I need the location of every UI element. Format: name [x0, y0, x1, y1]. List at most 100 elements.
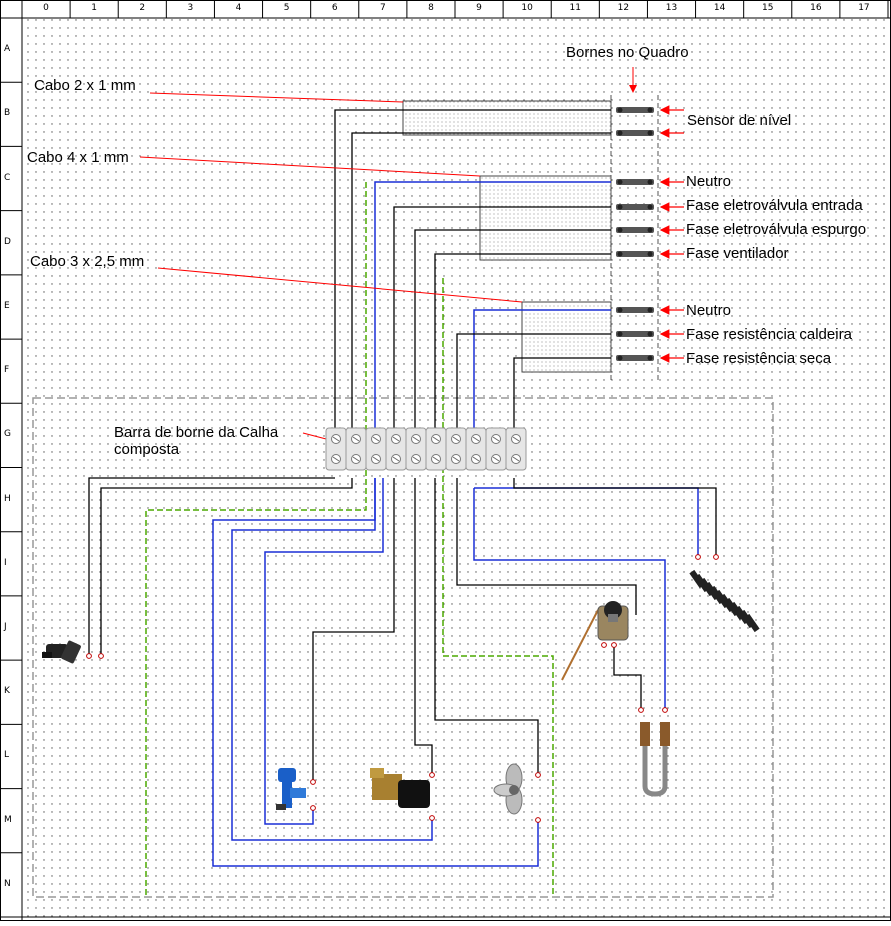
terminal-label-fase-eletrovalvula-espurgo: Fase eletroválvula espurgo	[686, 221, 867, 238]
column-label: 11	[569, 3, 581, 13]
cabo-3x25-label: Cabo 3 x 2,5 mm	[30, 253, 145, 270]
terminal-block	[325, 427, 347, 471]
column-label: 4	[235, 3, 242, 13]
connection-points	[86, 554, 719, 823]
panel-stud	[616, 179, 654, 185]
terminal-arrows	[659, 105, 684, 363]
connection-point	[601, 642, 607, 648]
panel-stud	[616, 307, 654, 313]
terminal-bar-label: Barra de borne da Calha composta	[114, 424, 278, 458]
column-label: 13	[665, 3, 678, 13]
panel-terminals	[616, 107, 654, 361]
boiler-heater-icon	[640, 722, 670, 797]
connection-point	[429, 772, 435, 778]
panel-stud	[616, 107, 654, 113]
terminal-block	[505, 427, 527, 471]
panel-stud	[616, 251, 654, 257]
connection-point	[695, 554, 701, 560]
row-label: H	[4, 493, 11, 504]
inlet-valve-icon	[276, 768, 306, 810]
connection-point	[638, 707, 644, 713]
row-label: N	[4, 878, 11, 889]
column-label: 2	[139, 3, 146, 13]
row-label: L	[4, 750, 10, 761]
terminal-label-neutro-1: Neutro	[686, 173, 732, 190]
terminal-label-neutro-2: Neutro	[686, 302, 732, 319]
row-label: A	[4, 44, 11, 55]
column-label: 5	[283, 3, 290, 13]
row-label: G	[4, 429, 11, 440]
thermostat-icon	[561, 601, 629, 681]
column-label: 9	[476, 3, 482, 13]
connection-point	[86, 653, 92, 659]
row-label: F	[4, 365, 10, 376]
cable-3x25-sheath	[521, 301, 612, 373]
terminal-block	[345, 427, 367, 471]
enclosure-outline	[32, 397, 774, 898]
bornes-quadro-label: Bornes no Quadro	[566, 44, 689, 61]
terminal-label-sensor-nivel: Sensor de nível	[687, 112, 792, 129]
terminal-label-fase-resistencia-caldeira: Fase resistência caldeira	[686, 326, 852, 343]
panel-stud	[616, 227, 654, 233]
column-label: 7	[379, 3, 386, 13]
terminal-block	[465, 427, 487, 471]
terminal-label-fase-eletrovalvula-entrada: Fase eletroválvula entrada	[686, 197, 863, 214]
purge-valve-icon	[370, 768, 430, 808]
level-sensor-icon	[42, 640, 81, 664]
connection-point	[310, 805, 316, 811]
column-label: 1	[91, 3, 98, 13]
connection-point	[429, 815, 435, 821]
connection-point	[535, 772, 541, 778]
column-label: 0	[43, 3, 49, 13]
connection-point	[310, 779, 316, 785]
column-label: 6	[331, 3, 338, 13]
panel-stud	[616, 355, 654, 361]
panel-stud	[616, 130, 654, 136]
column-label: 15	[761, 3, 774, 13]
connection-point	[713, 554, 719, 560]
row-label: J	[4, 622, 7, 633]
column-label: 3	[187, 3, 194, 13]
cabo-2x1-label: Cabo 2 x 1 mm	[34, 77, 136, 94]
row-label: M	[4, 814, 12, 825]
column-label: 17	[858, 3, 870, 13]
cable-2x1-sheath	[402, 100, 612, 136]
cabo-4x1-label: Cabo 4 x 1 mm	[27, 149, 129, 166]
heating-coil-seca-icon	[689, 569, 760, 633]
terminal-block	[425, 427, 447, 471]
terminal-label-fase-resistencia-seca: Fase resistência seca	[686, 350, 832, 367]
terminal-bar-label-line2: composta	[114, 441, 180, 458]
terminal-label-fase-ventilador: Fase ventilador	[686, 245, 789, 262]
column-label: 14	[713, 3, 726, 13]
column-label: 8	[428, 3, 434, 13]
row-label: K	[4, 686, 10, 697]
connection-point	[535, 817, 541, 823]
connection-point	[662, 707, 668, 713]
terminal-block	[405, 427, 427, 471]
column-label: 12	[617, 3, 630, 13]
column-label: 16	[810, 3, 822, 13]
column-label: 10	[521, 3, 533, 13]
row-label: C	[4, 172, 11, 183]
fan-icon	[493, 763, 523, 815]
panel-stud	[616, 331, 654, 337]
row-label: I	[4, 557, 7, 568]
terminal-bar	[325, 427, 527, 471]
row-label: E	[4, 300, 10, 311]
cable-sheaths	[402, 100, 612, 373]
terminal-block	[365, 427, 387, 471]
terminal-block	[445, 427, 467, 471]
terminal-block	[385, 427, 407, 471]
connection-point	[611, 642, 617, 648]
cable-4x1-sheath	[479, 175, 612, 261]
annotation-leaders	[139, 67, 637, 441]
phase-wires	[88, 109, 717, 782]
terminal-block	[485, 427, 507, 471]
row-label: D	[4, 236, 11, 247]
connection-point	[98, 653, 104, 659]
panel-stud	[616, 204, 654, 210]
row-label: B	[4, 108, 11, 119]
terminal-bar-label-line1: Barra de borne da Calha	[114, 424, 279, 441]
